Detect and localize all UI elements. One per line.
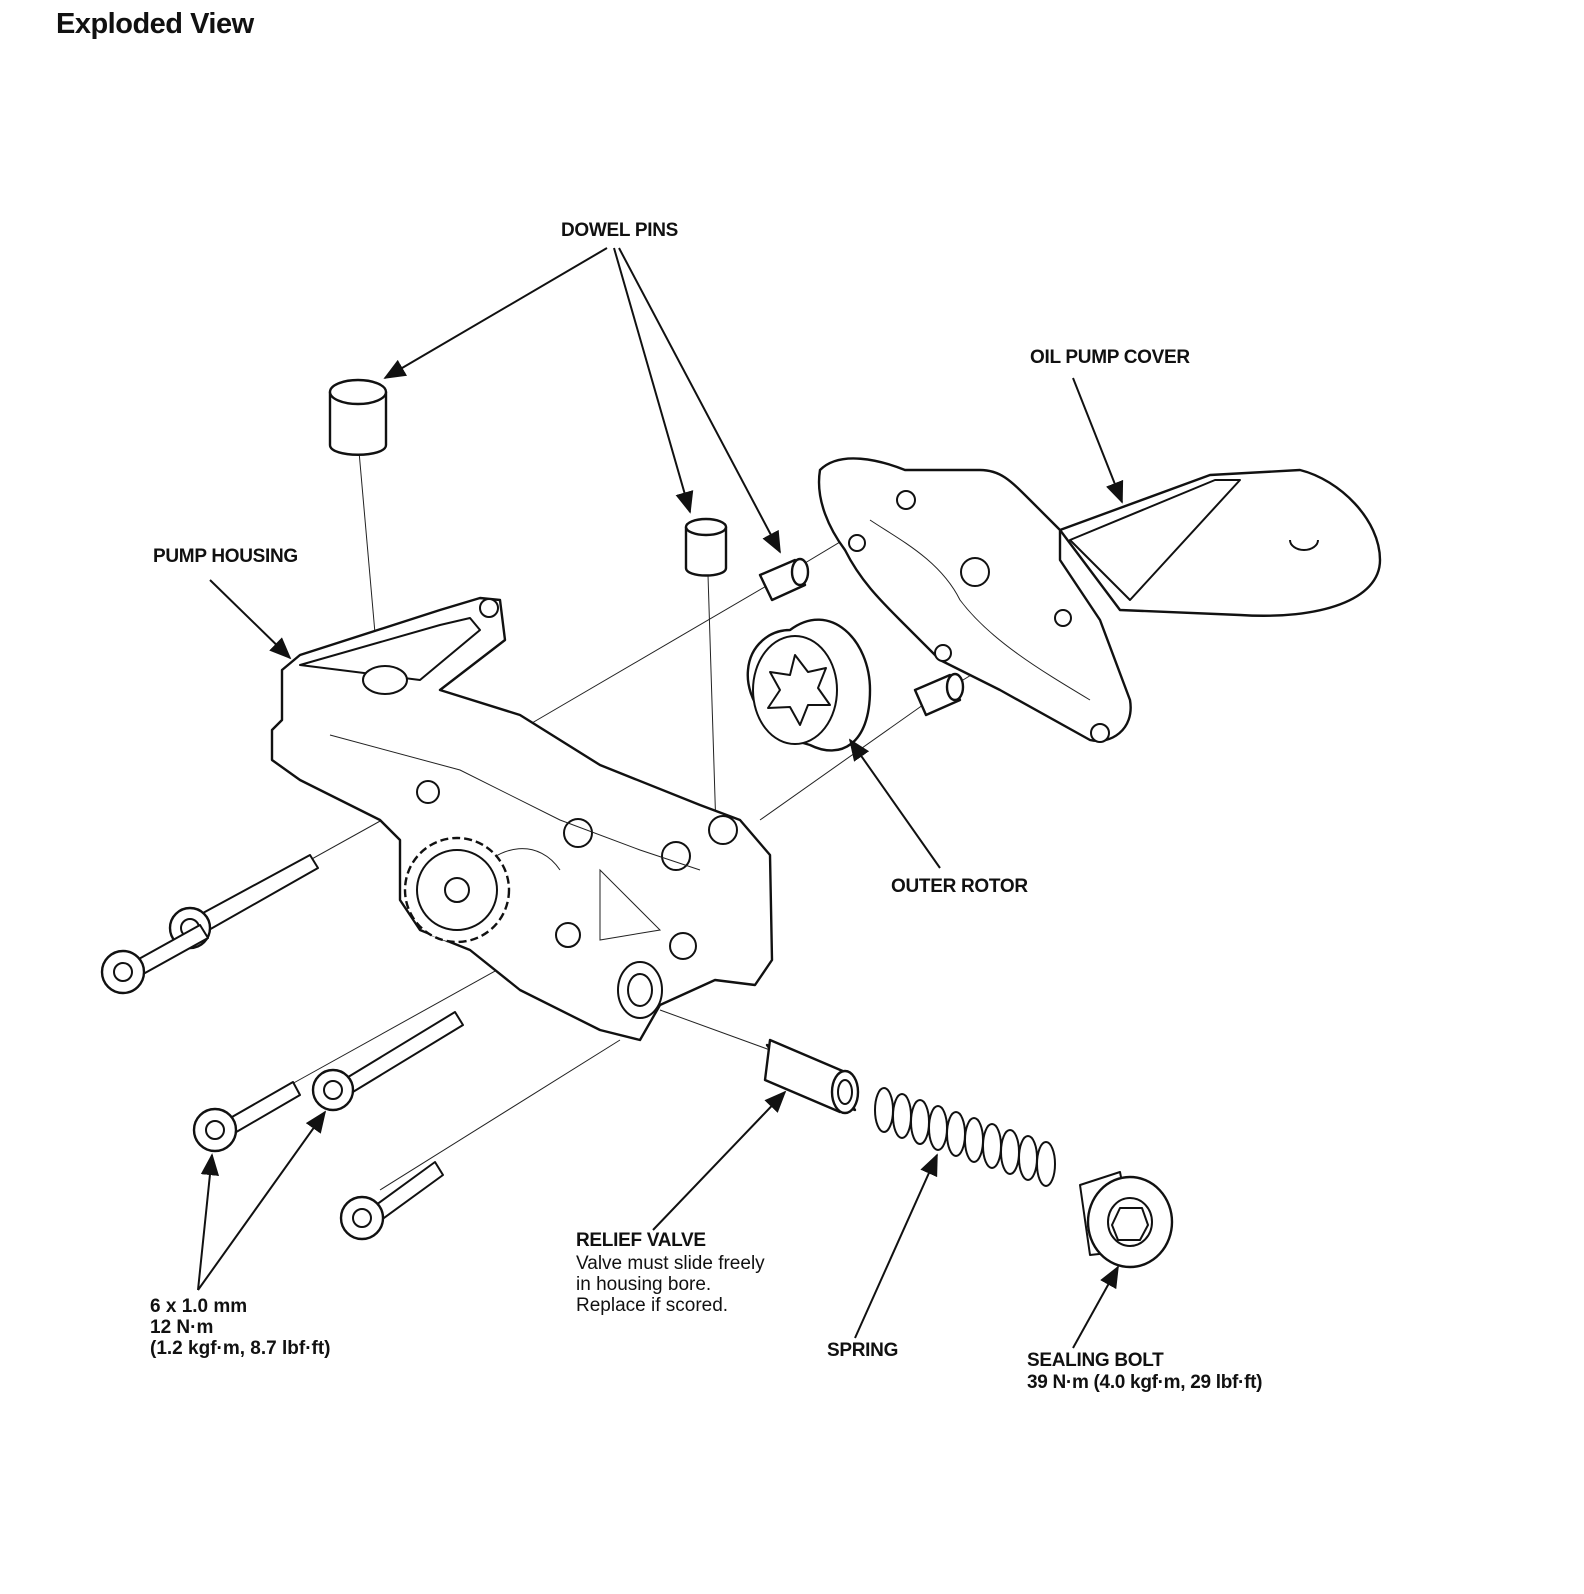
pump-housing-label: PUMP HOUSING (153, 546, 298, 567)
bolt-spec: 6 x 1.0 mm 12 N·m (1.2 kgf·m, 8.7 lbf·ft… (150, 1296, 331, 1359)
bolt-spec-size: 6 x 1.0 mm (150, 1296, 248, 1317)
sealing-bolt (1079, 1171, 1174, 1269)
outer-rotor (746, 618, 872, 752)
flange-bolts (100, 854, 464, 1241)
relief-valve-note-line: Valve must slide freely (576, 1253, 765, 1274)
dowel-pins (328, 378, 965, 717)
oil-pump-cover (817, 457, 1382, 743)
sealing-bolt-label: SEALING BOLT (1027, 1350, 1164, 1371)
bolt-spec-torque-alt: (1.2 kgf·m, 8.7 lbf·ft) (150, 1338, 331, 1359)
oil-pump-cover-label: OIL PUMP COVER (1030, 347, 1190, 368)
bolt-spec-torque: 12 N·m (150, 1317, 214, 1338)
dowel-pins-label: DOWEL PINS (561, 220, 678, 241)
sealing-bolt-spec: 39 N·m (4.0 kgf·m, 29 lbf·ft) (1027, 1372, 1263, 1393)
relief-spring (874, 1087, 1056, 1187)
outer-rotor-label: OUTER ROTOR (891, 876, 1028, 897)
pump-housing (270, 596, 774, 1042)
relief-valve (763, 1038, 860, 1115)
relief-valve-note-line: in housing bore. (576, 1274, 712, 1295)
relief-valve-note-line: Replace if scored. (576, 1295, 729, 1316)
leader-arrows (197, 247, 1124, 1349)
page-title: Exploded View (56, 8, 254, 40)
drive-gear (403, 836, 511, 944)
spring-label: SPRING (827, 1340, 899, 1361)
relief-valve-label: RELIEF VALVE (576, 1230, 706, 1251)
relief-valve-note: Valve must slide freely in housing bore.… (576, 1253, 765, 1316)
